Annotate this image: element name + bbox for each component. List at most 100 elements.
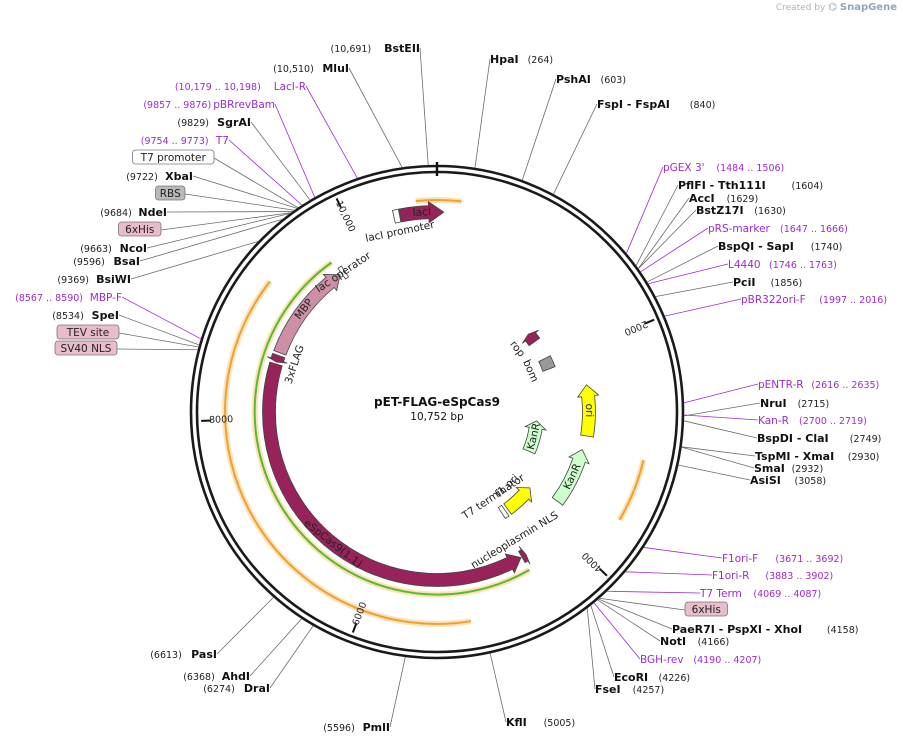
site-name: BspQI - SapI — [718, 240, 794, 253]
site-drai-bottom-2[interactable]: DraI (6274) — [203, 625, 314, 695]
site-6xhis-bottom_right-3[interactable]: 6xHis — [599, 597, 728, 617]
annotation-tracks — [222, 197, 647, 627]
feature-kanr-1-arrow[interactable] — [551, 448, 590, 506]
site-name: pBR322ori-F — [741, 294, 806, 306]
site-prs-marker-right-4[interactable]: pRS-marker(1647 .. 1666) — [640, 223, 848, 273]
site-acci-right-2[interactable]: AccI(1629) — [637, 192, 758, 269]
site-pshai-top_center-2[interactable]: PshAI(603) — [521, 73, 626, 181]
feature-bom-arrow[interactable] — [538, 355, 556, 372]
site-name: PshAI — [556, 73, 591, 86]
feature-kanr-2-arrow[interactable] — [522, 420, 548, 455]
site-t7-left-4[interactable]: T7(9754 .. 9773) — [141, 135, 303, 206]
tick-mark-2000 — [644, 318, 655, 325]
site-coord: (6274) — [203, 684, 235, 695]
site-pbr322ori-f-right-8[interactable]: pBR322ori-F(1997 .. 2016) — [664, 294, 887, 317]
site-laci-r-left-1[interactable]: LacI-R(10,179 .. 10,198) — [175, 81, 358, 179]
leader-line — [625, 166, 664, 254]
site-pbrrevbam-left-2[interactable]: pBRrevBam(9857 .. 9876) — [143, 99, 316, 198]
site-tspmi-xmai-right-13[interactable]: TspMI - XmaI(2930) — [681, 446, 880, 463]
site-bstz17i-right-3[interactable]: BstZ17I(1630) — [637, 204, 786, 270]
leader-line — [599, 597, 686, 611]
site-name: PmlI — [363, 721, 390, 734]
site-6xhis-left-9[interactable]: 6xHis — [118, 212, 292, 237]
site-mlui-left-0[interactable]: MluI(10,510) — [273, 62, 403, 168]
site-name: FseI — [595, 683, 621, 696]
site-coord: (2932) — [792, 464, 824, 475]
feature-rop-arrow[interactable] — [521, 329, 541, 347]
feature-ori-arrow[interactable] — [576, 384, 600, 438]
site-name: pENTR-R — [758, 379, 804, 391]
site-name: NcoI — [120, 242, 147, 255]
leader-line — [681, 446, 756, 457]
site-name: EcoRI — [614, 671, 648, 684]
site-bspqi-sapi-right-5[interactable]: BspQI - SapI(1740) — [646, 240, 842, 283]
site-pentr-r-right-9[interactable]: pENTR-R(2616 .. 2635) — [683, 379, 879, 404]
site-nrui-right-10[interactable]: NruI(2715) — [683, 397, 829, 417]
leader-line — [637, 197, 690, 269]
plasmid-name: pET-FLAG-eSpCas9 — [374, 395, 500, 409]
leader-line — [683, 420, 758, 439]
site-coord: (2930) — [848, 452, 880, 463]
site-fspi-fspai-top_center-3[interactable]: FspI - FspAI(840) — [553, 98, 715, 195]
site-smai-right-14[interactable]: SmaI(2932) — [681, 446, 824, 475]
site-coord: (3883 .. 3902) — [765, 571, 833, 582]
site-name: DraI — [244, 682, 270, 695]
site-name: T7 Term — [699, 588, 742, 600]
site-coord: (10,691) — [331, 44, 372, 55]
site-bsiwi-left-12[interactable]: BsiWI(9369) — [57, 240, 259, 286]
feature-3xflag-arrow[interactable] — [267, 352, 288, 364]
site-bspdi-clai-right-12[interactable]: BspDI - ClaI(2749) — [683, 420, 882, 445]
site-noti-bottom_right-5[interactable]: NotI(4166) — [597, 599, 729, 648]
site-t7-promoter-left-5[interactable]: T7 promoter — [132, 149, 299, 209]
site-bsteii-top_center-0[interactable]: BstEII(10,691) — [331, 42, 429, 166]
feature-badge — [132, 149, 215, 165]
site-pflfi-tth111i-right-1[interactable]: PflFI - Tth111I(1604) — [635, 179, 824, 266]
site-name: SgrAI — [217, 116, 251, 129]
site-ndei-left-8[interactable]: NdeI(9684) — [100, 206, 293, 219]
site-name: PciI — [733, 276, 755, 289]
site-name: KflI — [506, 716, 527, 729]
feature-lac-operator-arrow[interactable] — [337, 265, 350, 280]
site-sgrai-left-3[interactable]: SgrAI(9829) — [177, 116, 311, 201]
site-pasi-bottom-4[interactable]: PasI(6613) — [150, 596, 274, 661]
site-xbai-left-6[interactable]: XbaI(9722) — [126, 170, 298, 209]
site-bgh-rev-bottom_right-6[interactable]: BGH-rev(4190 .. 4207) — [593, 602, 761, 666]
feature-lacI-promoter-arrow[interactable] — [392, 208, 402, 224]
site-coord: (1746 .. 1763) — [769, 260, 837, 271]
site-pcii-right-7[interactable]: PciI(1856) — [655, 276, 802, 297]
site-kfli-bottom-0[interactable]: KflI(5005) — [489, 653, 575, 729]
feature-f1-ori-arrow[interactable] — [503, 487, 533, 515]
site-f1ori-r-bottom_right-1[interactable]: F1ori-R(3883 .. 3902) — [625, 570, 833, 582]
feature-badge — [155, 185, 186, 201]
feature-espcas9-arrow[interactable] — [262, 361, 522, 587]
site-pgex-3-right-0[interactable]: pGEX 3'(1484 .. 1506) — [625, 162, 784, 254]
site-ecori-bottom_right-7[interactable]: EcoRI(4226) — [590, 605, 690, 684]
feature-nucleoplasmin-nls-arrow[interactable] — [518, 546, 531, 565]
orange-track-1 — [415, 199, 462, 203]
feature-badge — [56, 324, 120, 340]
site-sv40-nls-left-16[interactable]: SV40 NLS — [54, 340, 198, 356]
site-paer7i-pspxi-xhoi-bottom_right-4[interactable]: PaeR7I - PspXI - XhoI(4158) — [598, 598, 858, 636]
site-f1ori-f-bottom_right-0[interactable]: F1ori-F(3671 .. 3692) — [643, 547, 844, 565]
site-name: MBP-F — [90, 292, 122, 304]
site-coord: (1604) — [792, 181, 824, 192]
site-ncoi-left-10[interactable]: NcoI(9663) — [80, 212, 291, 255]
site-pmli-bottom-1[interactable]: PmlI(5596) — [323, 656, 406, 734]
site-mbp-f-left-13[interactable]: MBP-F(8567 .. 8590) — [15, 292, 202, 340]
site-kan-r-right-11[interactable]: Kan-R(2700 .. 2719) — [683, 414, 867, 427]
site-hpai-top_center-1[interactable]: HpaI(264) — [474, 53, 553, 168]
site-coord: (9369) — [57, 275, 89, 286]
site-bsai-left-11[interactable]: BsaI(9596) — [73, 218, 283, 268]
site-t7-term-bottom_right-2[interactable]: T7 Term(4069 .. 4087) — [606, 588, 821, 600]
site-tev-site-left-15[interactable]: TEV site — [56, 324, 199, 348]
feature-lacI-arrow[interactable] — [398, 200, 445, 224]
leader-line — [553, 103, 598, 195]
site-rbs-left-7[interactable]: RBS — [155, 185, 295, 211]
site-spei-left-14[interactable]: SpeI(8534) — [52, 309, 200, 346]
site-fsei-bottom_right-8[interactable]: FseI(4257) — [586, 608, 664, 696]
site-asisi-right-15[interactable]: AsiSI(3058) — [678, 464, 826, 487]
feature-mbp-arrow[interactable] — [273, 273, 341, 356]
site-ahdi-bottom-3[interactable]: AhdI(6368) — [183, 618, 302, 683]
feature-t7-terminator-arrow[interactable] — [497, 504, 510, 520]
site-l4440-right-6[interactable]: L4440(1746 .. 1763) — [648, 259, 837, 285]
